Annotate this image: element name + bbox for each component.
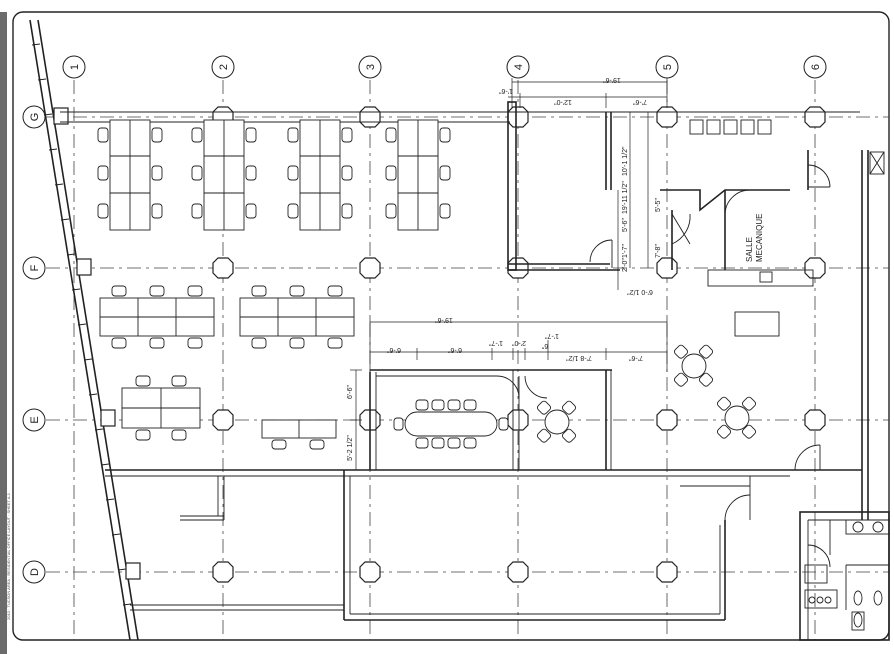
grid-bubble-6: 6	[803, 55, 827, 79]
desk-row-2	[239, 285, 355, 349]
dim-top-mid: 12'-0"	[554, 98, 572, 105]
storage-cabinets	[689, 119, 772, 135]
dimension-lines-middle	[369, 318, 668, 372]
round-table-2	[674, 344, 713, 387]
grid-bubble-5: 5	[655, 55, 679, 79]
svg-text:2: 2	[218, 64, 230, 70]
dimension-lines-vertical	[617, 112, 649, 290]
grid-bubble-E: E	[22, 408, 46, 432]
sheet-margin-bar	[0, 0, 7, 654]
dim-bottom-small: 6'-0 1/2"	[627, 288, 653, 295]
dim-vert-d: 1'-7"	[622, 244, 629, 258]
desk-pair-e2	[261, 419, 337, 450]
grid-bubble-F: F	[22, 256, 46, 280]
dim-mid-g: 7'-8 1/2"	[566, 354, 592, 361]
grid-bubble-4: 4	[506, 55, 530, 79]
svg-text:G: G	[29, 113, 41, 122]
dim-top-right: 7'-6"	[633, 98, 647, 105]
dim-mid-f: 6"	[541, 342, 548, 349]
round-table-3	[717, 396, 756, 439]
workstation-cluster-1	[97, 119, 163, 231]
grid-lines	[46, 80, 889, 640]
svg-text:4: 4	[513, 64, 525, 70]
mechanical-room-label: SALLE MECANIQUE	[745, 214, 764, 262]
grid-bubble-G: G	[22, 105, 46, 129]
dim-left-b: 5'-2 1/2"	[347, 435, 354, 461]
svg-text:MECANIQUE: MECANIQUE	[755, 214, 764, 262]
svg-text:6: 6	[810, 64, 822, 70]
svg-text:3: 3	[365, 64, 377, 70]
dim-vert-e: 2'-0"	[622, 258, 629, 272]
desk-row-1	[99, 285, 215, 349]
grid-bubble-2: 2	[211, 55, 235, 79]
dim-mid-h: 7'-6"	[629, 354, 643, 361]
dim-vert-g: 5'-5"	[655, 198, 662, 212]
workstation-cluster-2	[191, 119, 257, 231]
svg-text:SALLE: SALLE	[745, 237, 754, 262]
dim-mid-overall: 19'-6"	[435, 316, 453, 323]
svg-text:5: 5	[662, 64, 674, 70]
dim-mid-b: 6'-6"	[448, 346, 462, 353]
svg-text:F: F	[29, 264, 41, 271]
dim-vert-f: 7'-8"	[655, 244, 662, 258]
conference-table	[393, 399, 509, 449]
grid-bubble-D: D	[22, 560, 46, 584]
walls	[60, 101, 890, 641]
dim-top-left: 1'-6"	[499, 87, 513, 94]
workstation-cluster-4	[385, 119, 451, 231]
workstation-cluster-3	[287, 119, 353, 231]
svg-text:D: D	[29, 568, 41, 576]
dim-mid-e: 1'-7"	[545, 332, 559, 339]
desk-pair-e	[121, 375, 201, 441]
dim-mid-d: 2'-0"	[512, 339, 526, 346]
dim-vert-b: 19'-11 1/2"	[622, 181, 629, 214]
dim-left-a: 6'-6"	[347, 385, 354, 399]
dim-vert-c: 5'-6"	[622, 218, 629, 232]
svg-text:1: 1	[69, 64, 81, 70]
grid-bubble-3: 3	[358, 55, 382, 79]
dimension-lines-top	[508, 78, 668, 108]
svg-text:E: E	[29, 416, 41, 423]
dim-vert-a: 10'-1 1/2"	[622, 146, 629, 176]
dim-top-overall: 19'-6"	[603, 76, 621, 83]
dimension-lines-left	[350, 369, 362, 471]
sheet-side-note: 2010 · TUCSON AREA · RESIDENTIAL OFFICE …	[6, 492, 11, 620]
dim-mid-c: 1'-7"	[489, 339, 503, 346]
dim-mid-a: 6'-6"	[387, 346, 401, 353]
grid-bubble-1: 1	[62, 55, 86, 79]
sheet-border	[12, 11, 890, 641]
round-table-1	[537, 400, 576, 443]
